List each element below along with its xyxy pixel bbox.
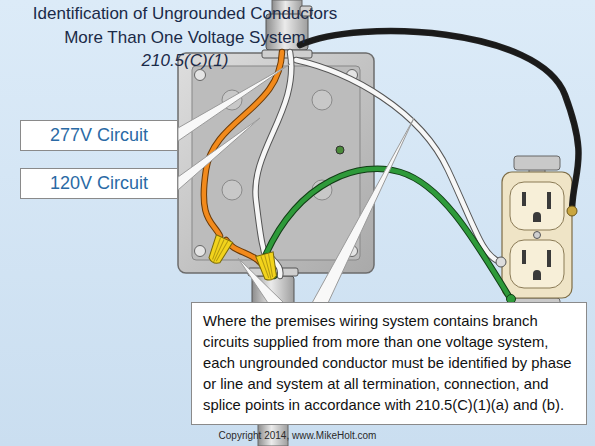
- leader-line: [238, 258, 284, 303]
- knockout: [222, 180, 242, 200]
- wire-nut-body: [256, 252, 280, 282]
- callout-box: 277V Circuit: [20, 120, 178, 151]
- code-reference: 210.5(C)(1): [25, 50, 345, 72]
- callout-box: 120V Circuit: [20, 168, 178, 199]
- ground-hole: [533, 212, 541, 222]
- ground-screw: [336, 146, 344, 154]
- diagram-title: Identification of Ungrounded Conductors …: [25, 2, 345, 50]
- wire-nut-ridge: [261, 254, 275, 280]
- wire-outline: [300, 31, 579, 210]
- note-box: Where the premises wiring system contain…: [191, 302, 587, 425]
- receptacle-ear: [514, 156, 560, 170]
- silver-screw: [496, 257, 506, 267]
- ground-hole: [533, 270, 541, 280]
- receptacle-face: [510, 182, 564, 230]
- brass-screw: [567, 206, 577, 216]
- knockout: [312, 90, 332, 110]
- green-wire: [266, 169, 510, 298]
- wire-outline: [266, 169, 510, 298]
- leader-line: [312, 118, 414, 303]
- receptacle-face: [510, 240, 564, 288]
- node-text: 120V Circuit: [50, 173, 148, 194]
- node-text: 277V Circuit: [50, 125, 148, 146]
- copyright-notice: Copyright 2014, www.MikeHolt.com: [150, 430, 445, 442]
- wire-nut-body: [205, 235, 233, 267]
- receptacle-slot: [547, 250, 551, 267]
- leader-line: [178, 64, 290, 141]
- mounting-screw: [195, 246, 206, 257]
- receptacle-slot: [547, 192, 551, 209]
- receptacle-slot: [522, 250, 526, 264]
- mounting-screw: [195, 70, 206, 81]
- receptacle-body: [502, 172, 572, 298]
- black-wire: [300, 31, 579, 210]
- receptacle-slot: [522, 192, 526, 206]
- leader-line: [178, 118, 260, 190]
- node-text: Where the premises wiring system contain…: [203, 311, 575, 416]
- wire-nut: [256, 252, 280, 282]
- wire-nut: [205, 235, 233, 267]
- wire-nut-ridge: [210, 238, 228, 264]
- cover-screw: [534, 232, 541, 239]
